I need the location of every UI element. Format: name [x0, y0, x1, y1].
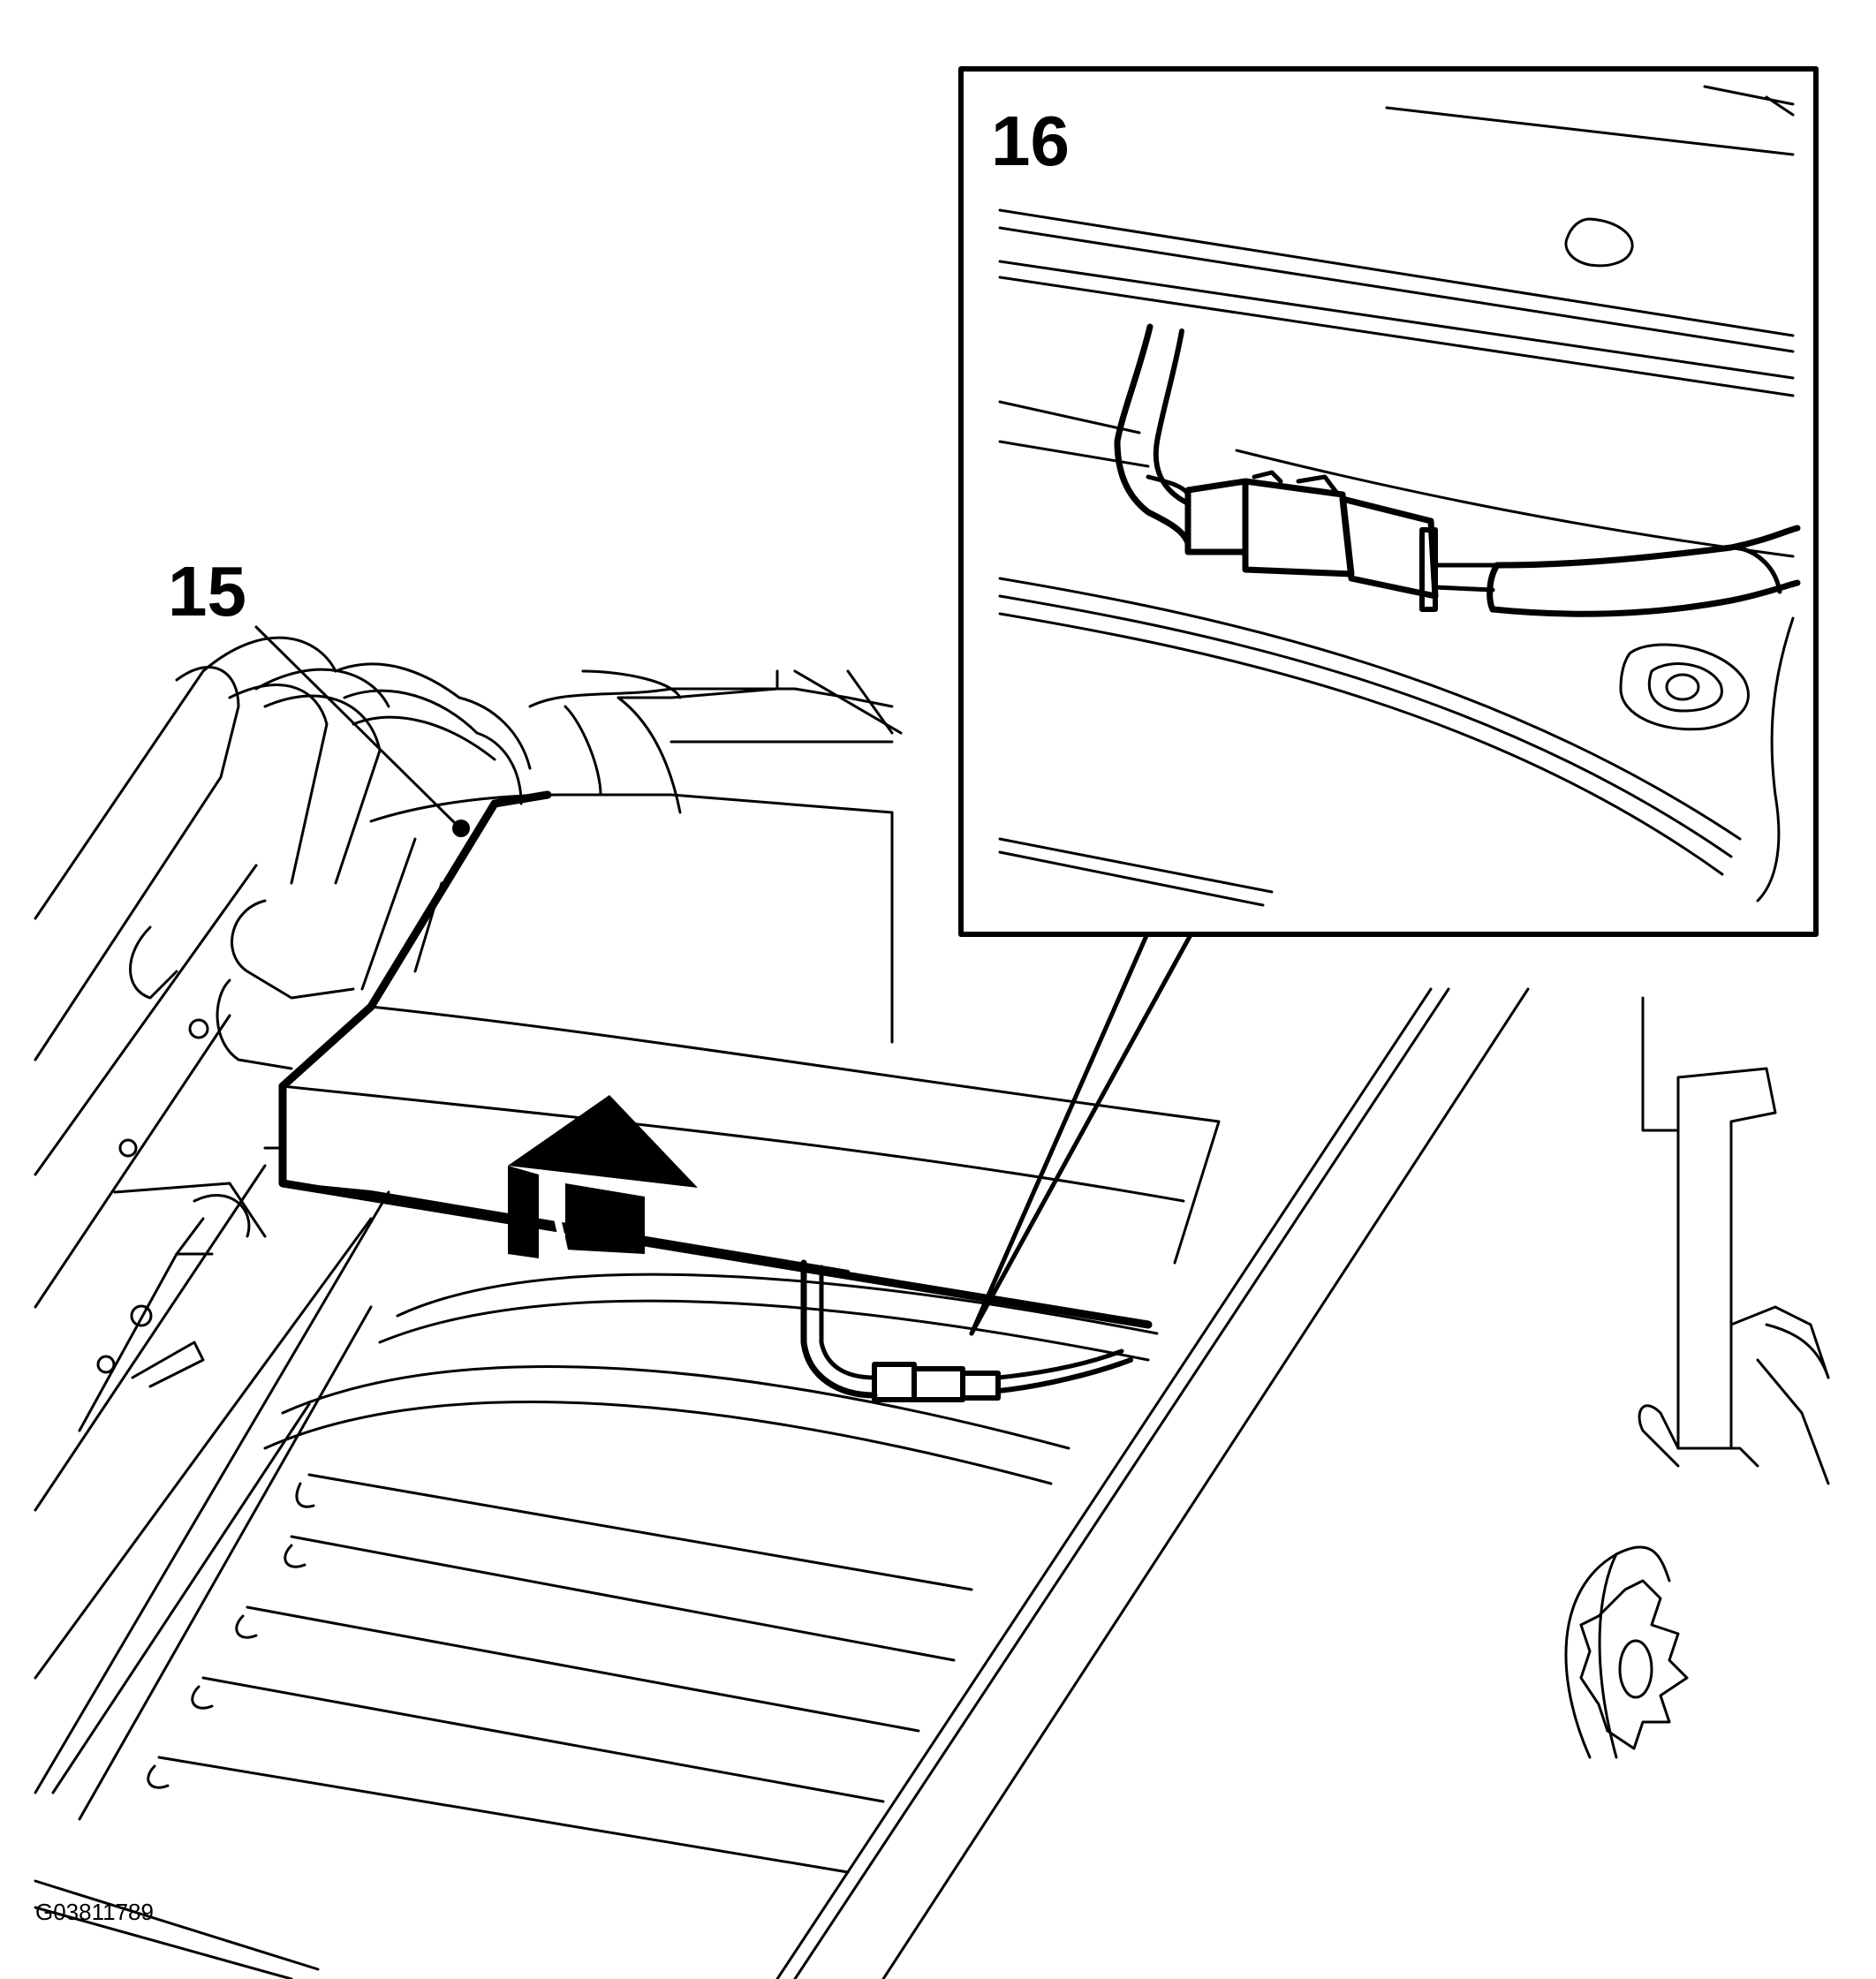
up-arrow-icon: [508, 1095, 698, 1258]
longitudinal-rails: [775, 987, 1530, 1979]
right-side-bracket: [1638, 996, 1830, 1485]
figure-id: G03811789: [35, 1899, 154, 1925]
callout-label-15: 15: [168, 552, 246, 631]
vehicle-body-structure: [34, 636, 903, 1821]
floor-ribs: [34, 1273, 1159, 1979]
wheel-hub-detail: [1564, 1545, 1689, 1759]
detail-inset: [958, 66, 1819, 937]
control-module: [263, 790, 1221, 1402]
leader-line-15: [254, 625, 470, 837]
inset-pointer: [969, 929, 1195, 1336]
callout-label-16: 16: [991, 102, 1070, 180]
